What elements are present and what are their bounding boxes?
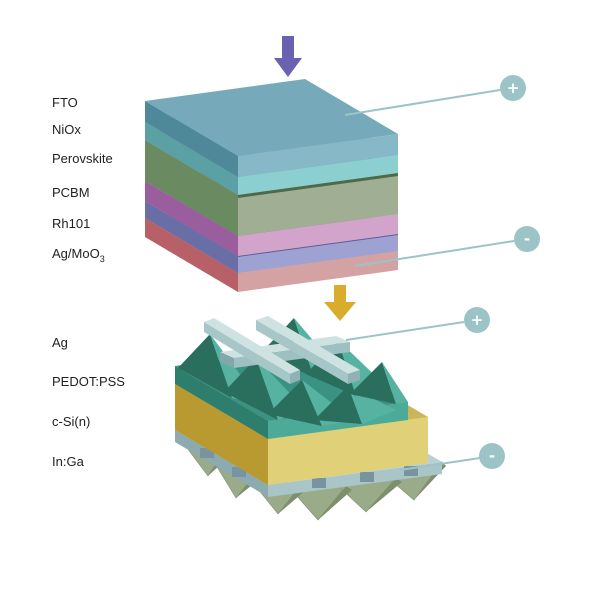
terminal-bottom-negative-sign: - — [489, 447, 495, 465]
bottom-cell-stack — [175, 316, 446, 521]
label-inga: In:Ga — [52, 454, 85, 469]
terminal-bottom-negative[interactable] — [479, 443, 505, 469]
terminal-top-negative-sign: - — [524, 230, 530, 248]
ag-bar-left — [204, 318, 300, 374]
label-perovskite: Perovskite — [52, 151, 113, 166]
label-agmoo3-main: Ag/MoO — [52, 246, 100, 261]
label-csi: c-Si(n) — [52, 414, 90, 429]
label-agmoo3-subscript: 3 — [100, 254, 105, 264]
lead-bottom-negative — [399, 457, 481, 471]
label-niox: NiOx — [52, 122, 81, 137]
label-agmoo3: Ag/MoO3 — [52, 246, 105, 264]
terminal-bottom-positive-sign: + — [471, 311, 484, 329]
lead-bottom-positive — [345, 321, 465, 341]
ag-bar-right — [256, 316, 360, 374]
label-pcbm: PCBM — [52, 185, 90, 200]
light-arrow-top — [274, 36, 302, 77]
layer-fto — [145, 79, 398, 177]
terminal-bottom-positive[interactable] — [464, 307, 490, 333]
top-pyramids — [178, 318, 408, 426]
terminal-top-negative[interactable] — [514, 226, 540, 252]
terminal-top-positive-sign: + — [507, 79, 520, 97]
label-fto: FTO — [52, 95, 78, 110]
ag-grid — [204, 316, 360, 384]
lead-top-negative — [354, 240, 515, 267]
label-ag: Ag — [52, 335, 68, 350]
label-pedot: PEDOT:PSS — [52, 374, 125, 389]
lead-top-positive — [344, 89, 501, 116]
light-arrow-bottom — [324, 285, 356, 321]
terminal-top-positive[interactable] — [500, 75, 526, 101]
top-cell-stack — [145, 79, 398, 292]
label-rh101: Rh101 — [52, 216, 90, 231]
